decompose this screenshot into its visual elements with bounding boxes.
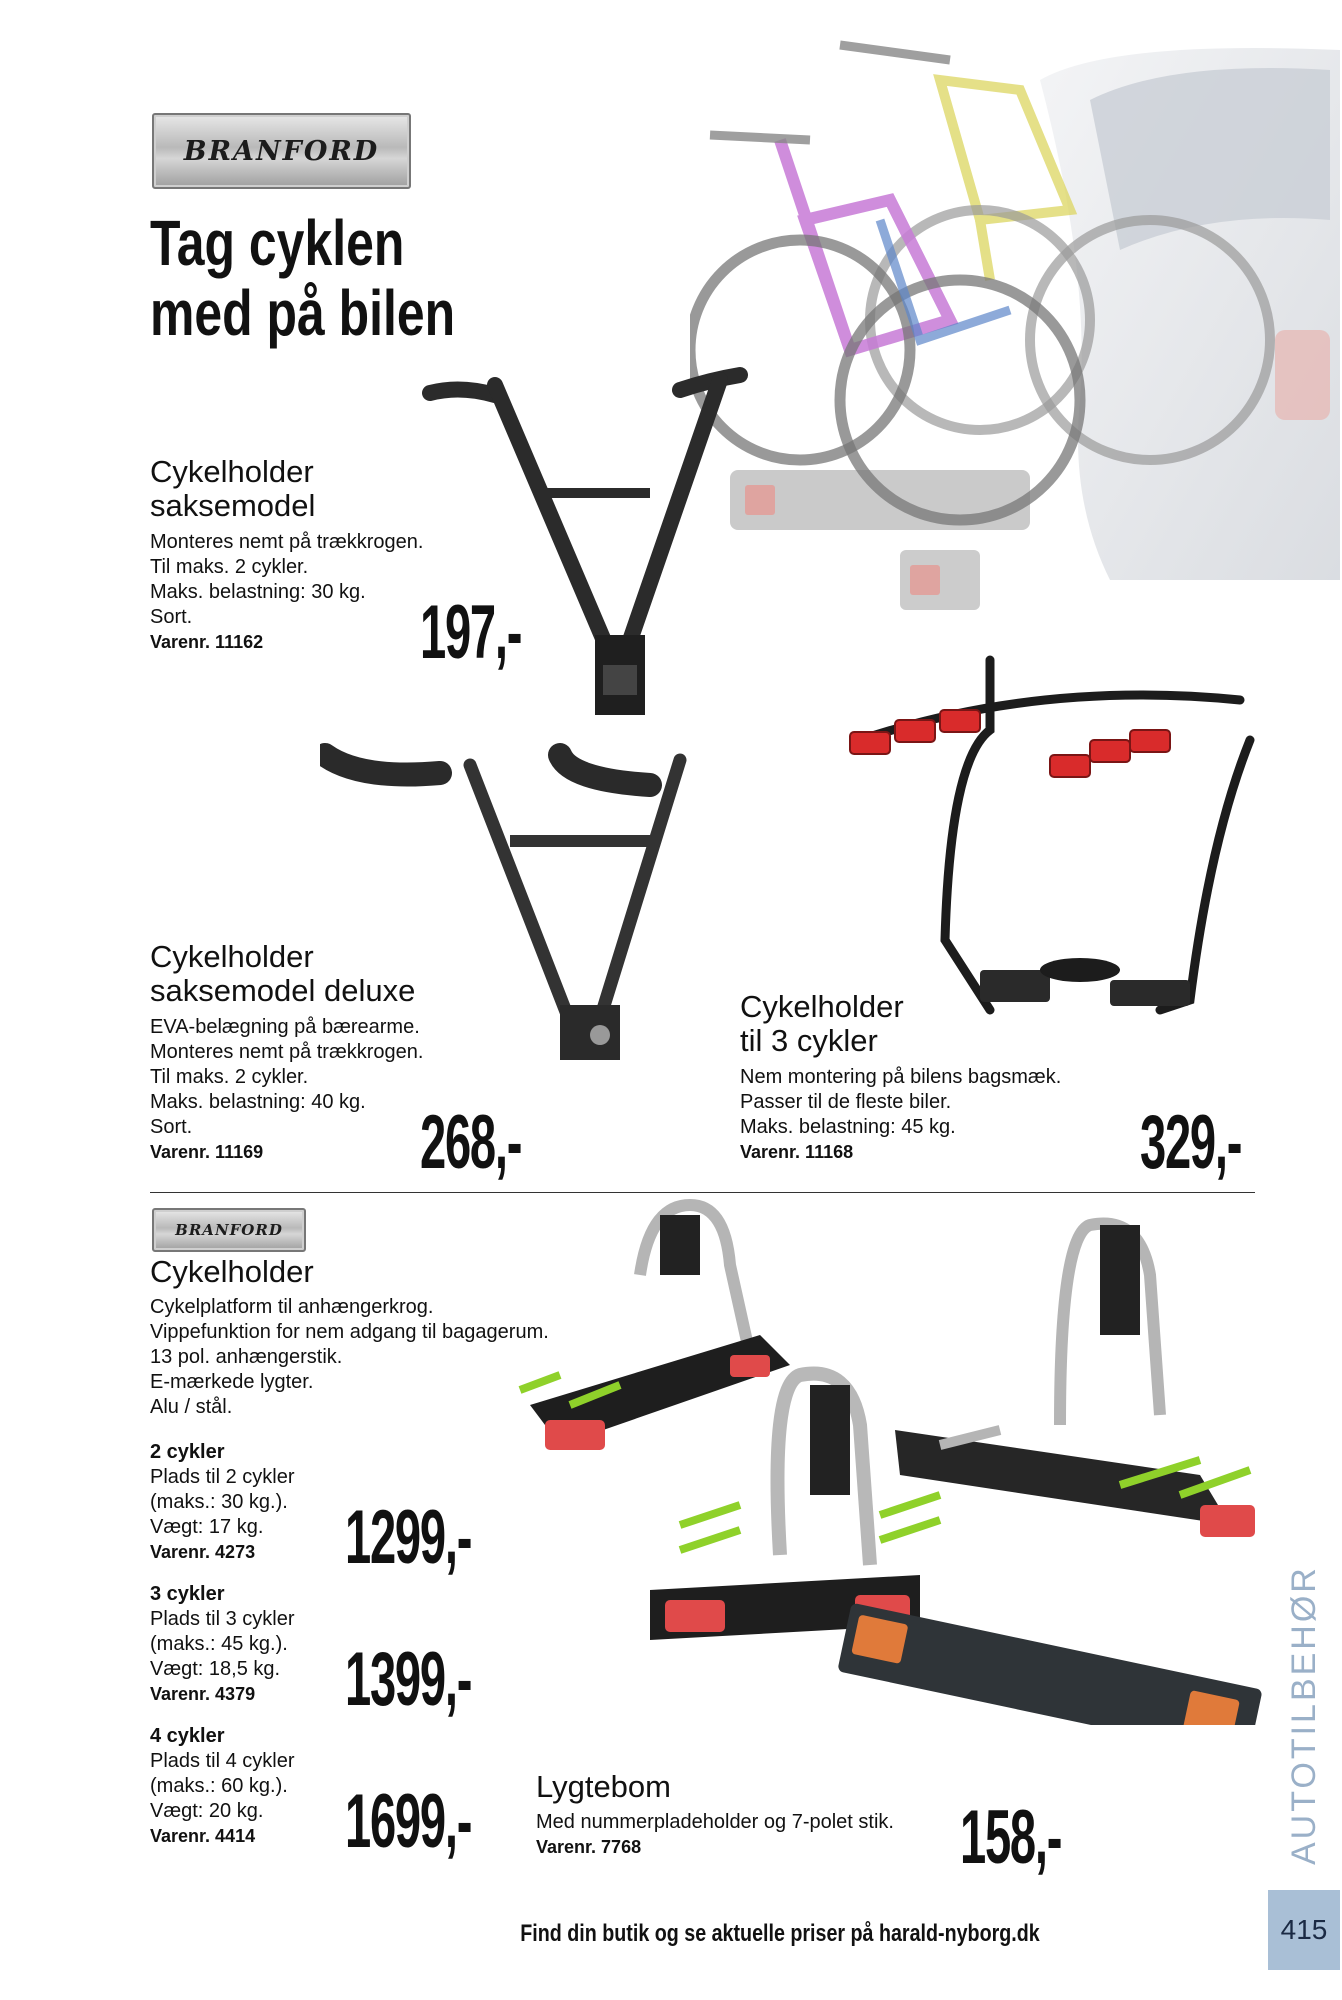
variant-sku: Varenr. 4273 — [150, 1542, 256, 1562]
product-2-desc-line: Til maks. 2 cykler. — [150, 1066, 309, 1088]
variant-line: Vægt: 20 kg. — [150, 1800, 264, 1822]
product-1-desc-line: Sort. — [150, 606, 193, 628]
variant-name: 3 cykler — [150, 1583, 225, 1605]
product-3-title-line2: til 3 cykler — [740, 1023, 878, 1058]
branford-logo: BRANFORD — [152, 113, 411, 189]
product-2-title-line2: saksemodel deluxe — [150, 973, 416, 1008]
product-2-description: EVA-belægning på bærearme. Monteres nemt… — [150, 1015, 423, 1165]
product-2-desc-line: Monteres nemt på trækkrogen. — [150, 1041, 424, 1063]
variant-line: (maks.: 30 kg.). — [150, 1491, 288, 1513]
product-1-title-line1: Cykelholder — [150, 454, 314, 489]
section-divider — [150, 1192, 1255, 1193]
variant-line: (maks.: 45 kg.). — [150, 1633, 288, 1655]
variant-line: Plads til 3 cykler — [150, 1608, 295, 1630]
product-1-desc-line: Maks. belastning: 30 kg. — [150, 581, 366, 603]
product-3-desc-line: Maks. belastning: 45 kg. — [740, 1116, 956, 1138]
product-3-title-line1: Cykelholder — [740, 989, 904, 1024]
product-1-price: 197,- — [420, 590, 522, 675]
variant-name: 4 cykler — [150, 1725, 225, 1747]
product-3-description: Nem montering på bilens bagsmæk. Passer … — [740, 1065, 1061, 1165]
product-2-title-line1: Cykelholder — [150, 939, 314, 974]
variant-sku: Varenr. 4379 — [150, 1684, 256, 1704]
platform-title: Cykelholder — [150, 1254, 314, 1289]
lightbar-sku: Varenr. 7768 — [536, 1837, 642, 1857]
product-2-desc-line: Maks. belastning: 40 kg. — [150, 1091, 366, 1113]
variant-line: Vægt: 17 kg. — [150, 1516, 264, 1538]
variant-sku: Varenr. 4414 — [150, 1826, 256, 1846]
page-headline-line1: Tag cyklen — [150, 207, 405, 279]
platform-racks-image — [518, 1198, 1262, 1725]
platform-desc-line: 13 pol. anhængerstik. — [150, 1346, 343, 1368]
product-2-desc-line: Sort. — [150, 1116, 193, 1138]
branford-logo-small: BRANFORD — [152, 1208, 306, 1252]
product-1-title: Cykelholder saksemodel — [150, 455, 315, 523]
platform-desc-line: E-mærkede lygter. — [150, 1371, 314, 1393]
platform-description: Cykelplatform til anhængerkrog. Vippefun… — [150, 1295, 549, 1420]
lightbar-description: Med nummerpladeholder og 7-polet stik. V… — [536, 1810, 894, 1860]
product-2-title: Cykelholder saksemodel deluxe — [150, 940, 415, 1008]
platform-desc-line: Vippefunktion for nem adgang til bagager… — [150, 1321, 549, 1343]
product-2-desc-line: EVA-belægning på bærearme. — [150, 1016, 420, 1038]
platform-desc-line: Alu / stål. — [150, 1396, 233, 1418]
variant-line: Plads til 4 cykler — [150, 1750, 295, 1772]
product-3-cykler-image — [849, 655, 1255, 1015]
product-3-price: 329,- — [1140, 1100, 1242, 1185]
variant-line: (maks.: 60 kg.). — [150, 1775, 288, 1797]
platform-desc-line: Cykelplatform til anhængerkrog. — [150, 1296, 434, 1318]
variant-4-cykler-price: 1699,- — [345, 1779, 472, 1864]
product-1-desc-line: Monteres nemt på trækkrogen. — [150, 531, 424, 553]
product-1-desc-line: Til maks. 2 cykler. — [150, 556, 309, 578]
variant-line: Vægt: 18,5 kg. — [150, 1658, 281, 1680]
product-3-title: Cykelholder til 3 cykler — [740, 990, 904, 1058]
lightbar-desc-line: Med nummerpladeholder og 7-polet stik. — [536, 1811, 894, 1833]
variant-2-cykler: 2 cykler Plads til 2 cykler (maks.: 30 k… — [150, 1440, 295, 1565]
product-1-description: Monteres nemt på trækkrogen. Til maks. 2… — [150, 530, 423, 655]
product-saksemodel-image — [422, 367, 748, 715]
section-side-label: AUTOTILBEHØR — [1285, 1565, 1323, 1865]
lightbar-price: 158,- — [960, 1795, 1062, 1880]
page-headline-line2: med på bilen — [150, 277, 456, 349]
variant-line: Plads til 2 cykler — [150, 1466, 295, 1488]
product-3-sku: Varenr. 11168 — [740, 1142, 854, 1162]
lightbar-title: Lygtebom — [536, 1769, 671, 1804]
page-number: 415 — [1268, 1890, 1340, 1970]
brand-logo-text-small: BRANFORD — [175, 1221, 283, 1239]
variant-2-cykler-price: 1299,- — [345, 1495, 472, 1580]
variant-4-cykler: 4 cykler Plads til 4 cykler (maks.: 60 k… — [150, 1724, 295, 1849]
page-number-text: 415 — [1280, 1914, 1328, 1945]
variant-name: 2 cykler — [150, 1441, 225, 1463]
variant-3-cykler: 3 cykler Plads til 3 cykler (maks.: 45 k… — [150, 1582, 295, 1707]
product-saksemodel-deluxe-image — [320, 743, 687, 1060]
product-2-sku: Varenr. 11169 — [150, 1142, 264, 1162]
product-1-title-line2: saksemodel — [150, 488, 316, 523]
product-3-desc-line: Passer til de fleste biler. — [740, 1091, 952, 1113]
product-1-sku: Varenr. 11162 — [150, 632, 264, 652]
footer-text: Find din butik og se aktuelle priser på … — [520, 1920, 1040, 1947]
variant-3-cykler-price: 1399,- — [345, 1637, 472, 1722]
product-3-desc-line: Nem montering på bilens bagsmæk. — [740, 1066, 1062, 1088]
product-2-price: 268,- — [420, 1100, 522, 1185]
brand-logo-text: BRANFORD — [183, 135, 380, 167]
hero-car-bikes-image — [690, 40, 1340, 610]
